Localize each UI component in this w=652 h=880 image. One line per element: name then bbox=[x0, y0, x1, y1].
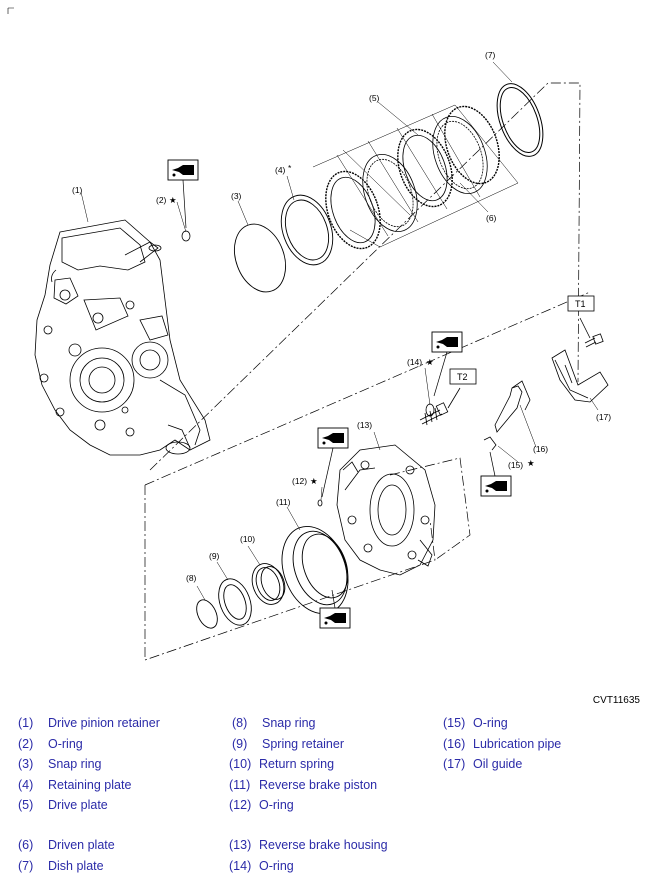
callout-7: (7) bbox=[485, 50, 496, 60]
legend-item: (12)O-ring bbox=[229, 798, 294, 812]
figure-code: CVT11635 bbox=[592, 695, 640, 706]
legend-item: (3)Snap ring bbox=[18, 757, 102, 771]
dish-plate-7 bbox=[496, 83, 544, 157]
tool-box-t1: T1 bbox=[567, 295, 595, 312]
callout-9: (9) bbox=[209, 551, 220, 561]
svg-text:T2: T2 bbox=[457, 372, 468, 382]
lubrication-pipe-16 bbox=[494, 380, 531, 433]
callout-4: (4) bbox=[275, 165, 286, 175]
legend-item: (5)Drive plate bbox=[18, 798, 108, 812]
callout-13: (13) bbox=[357, 420, 372, 430]
callout-15: (15) bbox=[508, 460, 523, 470]
legend-item: (11)Reverse brake piston bbox=[229, 778, 378, 792]
callout-17: (17) bbox=[596, 412, 611, 422]
snap-ring-8 bbox=[196, 599, 218, 629]
legend-item: (7)Dish plate bbox=[18, 859, 104, 873]
oil-can-icon bbox=[480, 475, 512, 497]
star-mark: ★ bbox=[527, 458, 535, 468]
legend: (1)Drive pinion retainer (2)O-ring (3)Sn… bbox=[0, 712, 652, 880]
snap-ring-3 bbox=[234, 223, 286, 293]
exploded-view-diagram: T1 T2 (1) (2) ★ (3) (4) * (5) (6) (7) (8… bbox=[7, 7, 611, 661]
legend-item: (8)Snap ring bbox=[232, 716, 316, 730]
oil-can-icon bbox=[167, 159, 199, 181]
oil-can-icon bbox=[431, 331, 463, 353]
legend-item: (17)Oil guide bbox=[443, 757, 523, 771]
callout-5: (5) bbox=[369, 93, 380, 103]
clutch-plates-5-6 bbox=[325, 105, 500, 250]
oil-can-icon bbox=[317, 427, 349, 449]
asterisk-mark: * bbox=[288, 163, 292, 173]
callout-labels: (1) (2) ★ (3) (4) * (5) (6) (7) (8) (9) … bbox=[72, 50, 611, 583]
callout-10: (10) bbox=[240, 534, 255, 544]
reverse-brake-housing-13 bbox=[336, 444, 436, 576]
callout-3: (3) bbox=[231, 191, 242, 201]
legend-item: (15)O-ring bbox=[443, 716, 508, 730]
star-mark: ★ bbox=[310, 476, 318, 486]
spring-retainer-9 bbox=[218, 578, 252, 626]
leader-lines bbox=[80, 61, 599, 601]
tool-box-t2: T2 bbox=[449, 368, 477, 385]
legend-item: (16)Lubrication pipe bbox=[443, 737, 562, 751]
oil-guide-17 bbox=[551, 349, 609, 403]
o-ring-15 bbox=[483, 436, 497, 451]
return-spring-10 bbox=[251, 563, 286, 605]
legend-item: (13)Reverse brake housing bbox=[229, 838, 388, 852]
legend-item: (4)Retaining plate bbox=[18, 778, 132, 792]
callout-1: (1) bbox=[72, 185, 83, 195]
o-ring-2 bbox=[181, 230, 191, 242]
bolt-t1 bbox=[579, 317, 604, 348]
callout-2: (2) bbox=[156, 195, 167, 205]
legend-item: (2)O-ring bbox=[18, 737, 83, 751]
legend-item: (9)Spring retainer bbox=[232, 737, 344, 751]
callout-12: (12) bbox=[292, 476, 307, 486]
o-ring-14 bbox=[425, 403, 435, 417]
assembly-frame bbox=[144, 82, 591, 661]
callout-6: (6) bbox=[486, 213, 497, 223]
callout-11: (11) bbox=[276, 497, 291, 507]
legend-item: (10)Return spring bbox=[229, 757, 335, 771]
o-ring-12 bbox=[317, 499, 323, 507]
oil-can-icon bbox=[319, 607, 351, 629]
callout-14: (14) bbox=[407, 357, 422, 367]
bolt-t2 bbox=[419, 387, 461, 426]
drive-pinion-retainer bbox=[34, 219, 211, 456]
oil-can-arrows bbox=[182, 179, 496, 609]
retaining-plate-4 bbox=[280, 194, 334, 266]
callout-16: (16) bbox=[533, 444, 548, 454]
star-mark: ★ bbox=[426, 357, 434, 367]
callout-8: (8) bbox=[186, 573, 197, 583]
legend-item: (6)Driven plate bbox=[18, 838, 115, 852]
legend-item: (14)O-ring bbox=[229, 859, 294, 873]
legend-item: (1)Drive pinion retainer bbox=[18, 716, 160, 730]
svg-text:T1: T1 bbox=[575, 299, 586, 309]
reverse-brake-piston-11 bbox=[281, 525, 349, 615]
star-mark: ★ bbox=[169, 195, 177, 205]
plate-group-bracket bbox=[312, 104, 519, 248]
